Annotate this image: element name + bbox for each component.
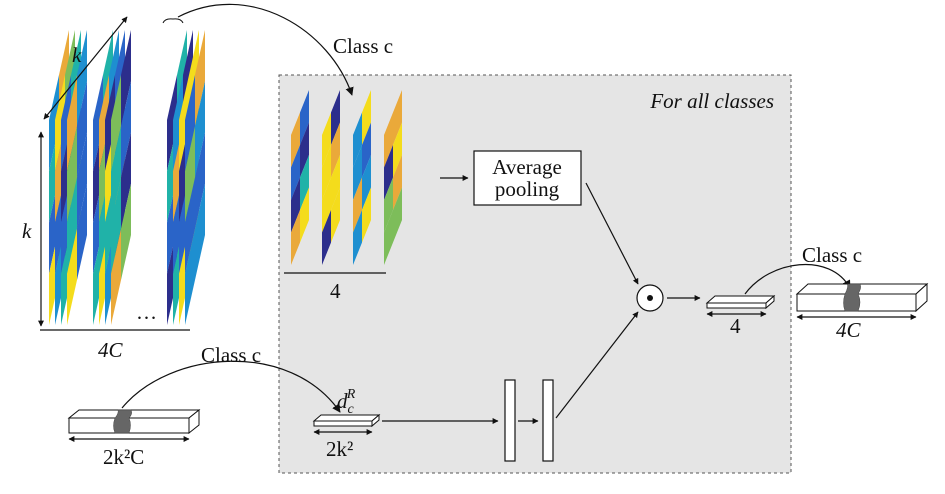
arrow-to-output-vector bbox=[744, 264, 851, 295]
map-cell bbox=[331, 122, 340, 178]
map-cell bbox=[322, 112, 331, 168]
map-cell bbox=[353, 145, 362, 200]
map-cell bbox=[362, 155, 371, 210]
four-under-vec-label: 4 bbox=[730, 314, 741, 338]
map-cell bbox=[393, 187, 402, 243]
map-cell bbox=[384, 112, 393, 168]
average-pooling-box bbox=[473, 150, 582, 206]
map-cell bbox=[291, 177, 300, 233]
map-cell bbox=[185, 228, 195, 325]
arrow-to-class-maps bbox=[177, 3, 354, 96]
map-cell bbox=[185, 126, 195, 223]
four-under-maps-label: 4 bbox=[330, 279, 341, 303]
class-c-bottom-label: Class c bbox=[201, 343, 261, 367]
map-cell bbox=[111, 177, 121, 274]
class-map-plane bbox=[353, 90, 371, 265]
dense-layer-2 bbox=[542, 379, 554, 462]
class-c-right-label: Class c bbox=[802, 243, 862, 267]
map-cell bbox=[300, 90, 309, 145]
map-cell bbox=[77, 132, 87, 229]
map-cell bbox=[362, 90, 371, 145]
class-map-plane bbox=[291, 90, 309, 265]
map-cell bbox=[195, 30, 205, 127]
map-cell bbox=[111, 228, 121, 325]
map-cell bbox=[121, 81, 131, 178]
map-cell bbox=[121, 183, 131, 280]
result-vector-4 bbox=[705, 294, 776, 310]
arrow-avg-pool-to-product bbox=[585, 182, 639, 285]
output-vector-4c bbox=[795, 282, 929, 313]
two-k2-label: 2k² bbox=[326, 437, 353, 461]
map-cell bbox=[353, 210, 362, 265]
avg-pool-line2: pooling bbox=[495, 177, 560, 201]
map-cell bbox=[384, 177, 393, 233]
map-cell bbox=[362, 122, 371, 178]
dense-layer-1 bbox=[504, 379, 516, 462]
map-cell bbox=[111, 126, 121, 223]
class-feature-maps bbox=[291, 90, 402, 265]
class-c-top-label: Class c bbox=[333, 34, 393, 58]
map-cell bbox=[300, 122, 309, 178]
map-cell bbox=[331, 155, 340, 210]
map-cell bbox=[362, 187, 371, 243]
map-cell bbox=[77, 183, 87, 280]
four-c-left-label: 4C bbox=[98, 338, 124, 362]
map-cell bbox=[173, 75, 183, 172]
selected-maps-brace bbox=[162, 18, 184, 24]
dcr-label: dcR bbox=[337, 387, 356, 417]
map-cell bbox=[195, 81, 205, 178]
map-cell bbox=[179, 75, 189, 172]
two-k2-c-label: 2k²C bbox=[103, 445, 144, 469]
k-top-label: k bbox=[72, 43, 82, 67]
map-cell bbox=[331, 90, 340, 145]
map-cell bbox=[67, 228, 77, 325]
map-cell bbox=[384, 210, 393, 265]
for-all-classes-label: For all classes bbox=[649, 89, 774, 113]
four-c-right-label: 4C bbox=[836, 318, 862, 342]
map-cell bbox=[121, 132, 131, 229]
map-cell bbox=[393, 155, 402, 210]
avg-pool-line1: Average bbox=[492, 155, 562, 179]
two-k2-c-text: 2k²C bbox=[103, 445, 144, 469]
map-cell bbox=[300, 155, 309, 210]
feature-map-stack bbox=[49, 30, 205, 325]
map-cell bbox=[322, 145, 331, 200]
map-cell bbox=[185, 177, 195, 274]
map-cell bbox=[195, 132, 205, 229]
k-left-label: k bbox=[22, 219, 32, 243]
odot-icon bbox=[647, 295, 653, 301]
map-cell bbox=[185, 75, 195, 172]
k-depth-dimension bbox=[43, 16, 128, 120]
map-cell bbox=[353, 177, 362, 233]
map-cell bbox=[195, 183, 205, 280]
dcr-vector bbox=[312, 413, 381, 428]
ellipsis: … bbox=[136, 300, 157, 324]
map-cell bbox=[393, 122, 402, 178]
map-cell bbox=[291, 145, 300, 200]
map-cell bbox=[167, 75, 177, 172]
class-map-plane bbox=[322, 90, 340, 265]
map-cell bbox=[300, 187, 309, 243]
map-cell bbox=[322, 210, 331, 265]
map-cell bbox=[353, 112, 362, 168]
feature-map-plane bbox=[185, 30, 205, 325]
map-cell bbox=[291, 210, 300, 265]
map-cell bbox=[393, 90, 402, 145]
class-map-plane bbox=[384, 90, 402, 265]
map-cell bbox=[384, 145, 393, 200]
map-cell bbox=[322, 177, 331, 233]
input-vector-2k2c bbox=[67, 408, 201, 435]
map-cell bbox=[331, 187, 340, 243]
map-cell bbox=[67, 177, 77, 274]
map-cell bbox=[291, 112, 300, 168]
arrow-to-dcr bbox=[121, 360, 341, 413]
map-cell bbox=[67, 126, 77, 223]
arrow-dense2-to-product bbox=[555, 311, 639, 419]
